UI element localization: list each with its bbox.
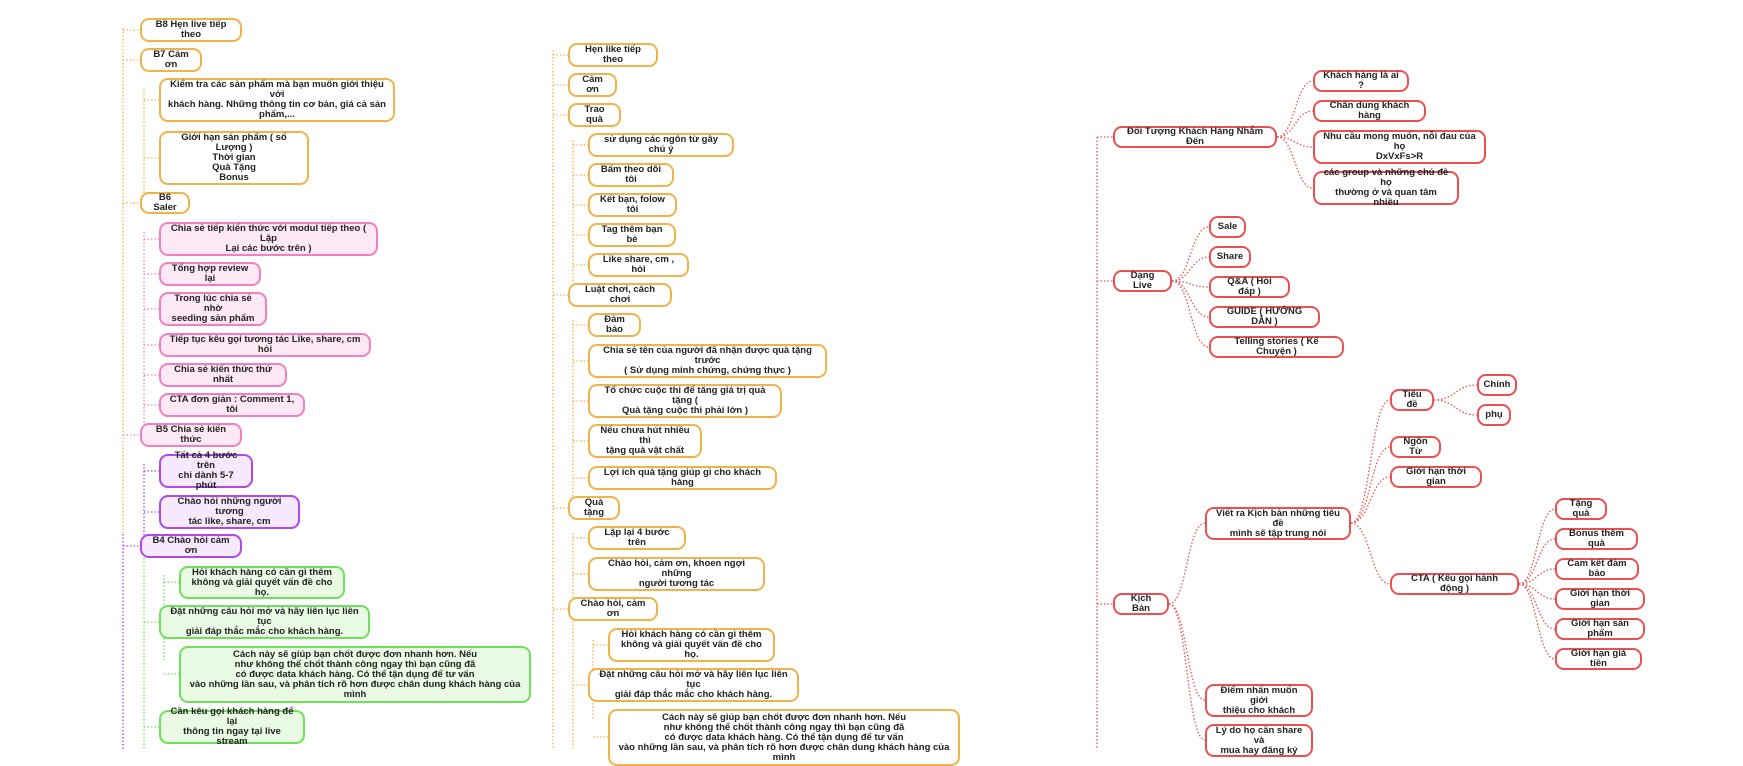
node-dat-cau-hoi-mo[interactable]: Đặt những câu hỏi mở và hãy liên lục liê… [159,605,370,639]
node-cach-nay-giup-chot-don-2[interactable]: Cách này sẽ giúp bạn chốt được đơn nhanh… [608,709,960,766]
node-b6-gioi-han-san-pham[interactable]: Giới hạn sản phẩm ( số Lượng ) Thời gian… [159,131,309,185]
node-b5-seeding-san-pham[interactable]: Trong lúc chia sẻ nhờ seeding sản phẩm [159,292,267,326]
node-ly-do-share-mua[interactable]: Lý do họ cần share và mua hay đăng ký [1205,724,1313,757]
connector-curve [1433,384,1478,401]
connector-curve [1168,603,1206,741]
node-viet-ra-kich-ban[interactable]: Viết ra Kịch bản những tiêu đề mình sẽ t… [1205,507,1351,540]
connector-curve [1350,446,1391,524]
node-like-share-cm[interactable]: Like share, cm , hỏi [588,253,689,277]
node-chia-se-ten-nguoi-nhan[interactable]: Chia sẻ tên của người đã nhận được quà t… [588,344,827,378]
node-qa-hoi-dap[interactable]: Q&A ( Hỏi đáp ) [1209,276,1290,298]
node-b5-tong-hop-review[interactable]: Tổng hợp review lại [159,262,261,286]
node-hoi-khach-hang-2[interactable]: Hỏi khách hàng có cần gì thêm không và g… [608,628,775,662]
connector-curve [1276,136,1314,148]
node-loi-ich-qua-tang[interactable]: Lợi ích quà tặng giúp gì cho khách hàng [588,466,777,490]
node-tang-qua[interactable]: Tặng quà [1555,498,1607,520]
node-cach-nay-giup-chot-don[interactable]: Cách này sẽ giúp bạn chốt được đơn nhanh… [179,646,531,703]
connector-curve [1171,256,1210,282]
node-share[interactable]: Share [1209,246,1251,268]
node-b7-cam-on[interactable]: B7 Cảm ơn [140,48,202,72]
node-khach-hang-la-ai[interactable]: Khách hàng là ai ? [1313,70,1409,92]
node-b4-tat-ca-4-buoc[interactable]: Tất cả 4 bước trên chỉ dành 5-7 phút [159,451,253,491]
node-gioi-han-thoi-gian-cta[interactable]: Giới hạn thời gian [1555,588,1645,610]
connector-curve [1350,399,1391,524]
node-ngon-tu-gay-chu-y[interactable]: sử dụng các ngôn từ gây chú ý [588,133,734,157]
connector-curve [1518,568,1556,585]
node-b8-hen-live[interactable]: B8 Hẹn live tiếp theo [140,18,242,42]
connector-curve [1171,280,1210,288]
node-dat-cau-hoi-mo-2[interactable]: Đặt những câu hỏi mở và hãy liên lục liê… [588,668,799,702]
node-bonus-them-qua[interactable]: Bonus thêm quà [1555,528,1638,550]
node-trao-qua[interactable]: Trao quà [568,103,621,127]
node-dang-live[interactable]: Dạng Live [1113,270,1172,292]
node-b6-saler[interactable]: B6 Saler [140,192,190,214]
node-b5-cta-comment[interactable]: CTA đơn giản : Comment 1, tôi [159,393,305,417]
connector-curve [1433,399,1478,416]
connector-curve [1518,583,1556,630]
node-phu[interactable]: phụ [1477,404,1511,426]
node-to-chuc-cuoc-thi[interactable]: Tổ chức cuộc thi để tăng giá trị quà tặn… [588,384,782,418]
node-b5-chia-se-tiep[interactable]: Chia sẻ tiếp kiến thức với modul tiếp th… [159,222,378,256]
node-luat-choi[interactable]: Luật chơi, cách chơi [568,283,672,307]
node-cam-ket-dam-bao[interactable]: Cam kết đảm bảo [1555,558,1639,580]
node-cta-keu-goi-hanh-dong[interactable]: CTA ( Kêu gọi hành động ) [1390,573,1519,595]
connector-curve [1350,476,1391,524]
node-ngon-tu[interactable]: Ngôn Từ [1390,436,1441,458]
node-keu-goi-de-lai-thong-tin[interactable]: Cần kêu gọi khách hàng để lại thông tin … [159,707,305,747]
node-b4-chao-hoi-cam-on[interactable]: B4 Chào hỏi cảm ơn [140,534,242,558]
connector-curve [1171,280,1210,348]
connector-curve [1276,110,1314,138]
node-lap-lai-4-buoc[interactable]: Lặp lại 4 bước trên [588,526,686,550]
node-cam-on[interactable]: Cảm ơn [568,73,617,97]
node-chinh[interactable]: Chính [1477,374,1517,396]
node-chao-hoi-cam-on[interactable]: Chào hỏi, cảm ơn [568,597,658,621]
node-qua-tang[interactable]: Quà tặng [568,496,620,520]
node-sale[interactable]: Sale [1209,216,1246,238]
node-cac-group-chu-de[interactable]: các group và những chủ đề họ thường ở và… [1313,168,1459,208]
node-bam-theo-doi[interactable]: Bấm theo dõi tôi [588,163,674,187]
connector-curve [1168,522,1206,605]
node-gioi-han-gia-tien[interactable]: Giới hạn giá tiền [1555,648,1642,670]
connector-curve [1518,538,1556,585]
connector-curve [1518,583,1556,600]
connector-curve [1518,583,1556,660]
node-tag-ban-be[interactable]: Tag thêm bạn bè [588,223,676,247]
node-diem-nhan[interactable]: Điểm nhấn muốn giới thiệu cho khách [1205,684,1313,717]
node-b6-kiem-tra-san-pham[interactable]: Kiểm tra các sản phẩm mà bạn muốn giới t… [159,78,395,122]
connector-curve [1168,603,1206,701]
node-neu-chua-hut[interactable]: Nếu chưa hút nhiều thì tặng quà vật chất [588,424,702,458]
node-tieu-de[interactable]: Tiêu đề [1390,389,1434,411]
node-nhu-cau-mong-muon[interactable]: Nhu cầu mong muốn, nỗi đau của họ DxVxFs… [1313,130,1486,164]
node-hoi-khach-hang[interactable]: Hỏi khách hàng có cần gì thêm không và g… [179,566,345,599]
node-doi-tuong-khach-hang[interactable]: Đối Tượng Khách Hàng Nhắm Đến [1113,126,1277,148]
node-ket-ban-follow[interactable]: Kết bạn, folow tôi [588,193,677,217]
connector-curve [1350,522,1391,585]
connector-curve [1171,226,1210,282]
node-kich-ban[interactable]: Kịch Bản [1113,593,1169,615]
node-gioi-han-san-pham[interactable]: Giới hạn sản phẩm [1555,618,1645,640]
node-b5-keu-goi-tuong-tac[interactable]: Tiếp tục kêu gọi tương tác Like, share, … [159,333,371,357]
node-hen-like-tiep-theo[interactable]: Hẹn like tiếp theo [568,43,658,67]
connector-curve [1276,136,1314,189]
node-b4-chao-hoi-nguoi-tuong-tac[interactable]: Chào hỏi những người tương tác like, sha… [159,495,300,529]
mind-map-canvas: B8 Hẹn live tiếp theo B7 Cảm ơn Kiểm tra… [122,18,1645,766]
connector-curve [1276,80,1314,138]
node-chan-dung-khach-hang[interactable]: Chân dung khách hàng [1313,100,1426,122]
node-gioi-han-thoi-gian[interactable]: Giới hạn thời gian [1390,466,1482,488]
node-b5-kien-thuc-thu-nhat[interactable]: Chia sẻ kiến thức thứ nhất [159,363,287,387]
connector-curve [1518,508,1556,585]
node-guide-huong-dan[interactable]: GUIDE ( HƯỚNG DẪN ) [1209,306,1320,328]
node-b5-chia-se-kien-thuc[interactable]: B5 Chia sẻ kiến thức [140,423,242,447]
node-telling-stories[interactable]: Telling stories ( Kể Chuyện ) [1209,336,1344,358]
node-chao-hoi-khen-ngoi[interactable]: Chào hỏi, cảm ơn, khoen ngợi những người… [588,557,765,591]
node-dam-bao[interactable]: Đảm bảo [588,313,641,337]
